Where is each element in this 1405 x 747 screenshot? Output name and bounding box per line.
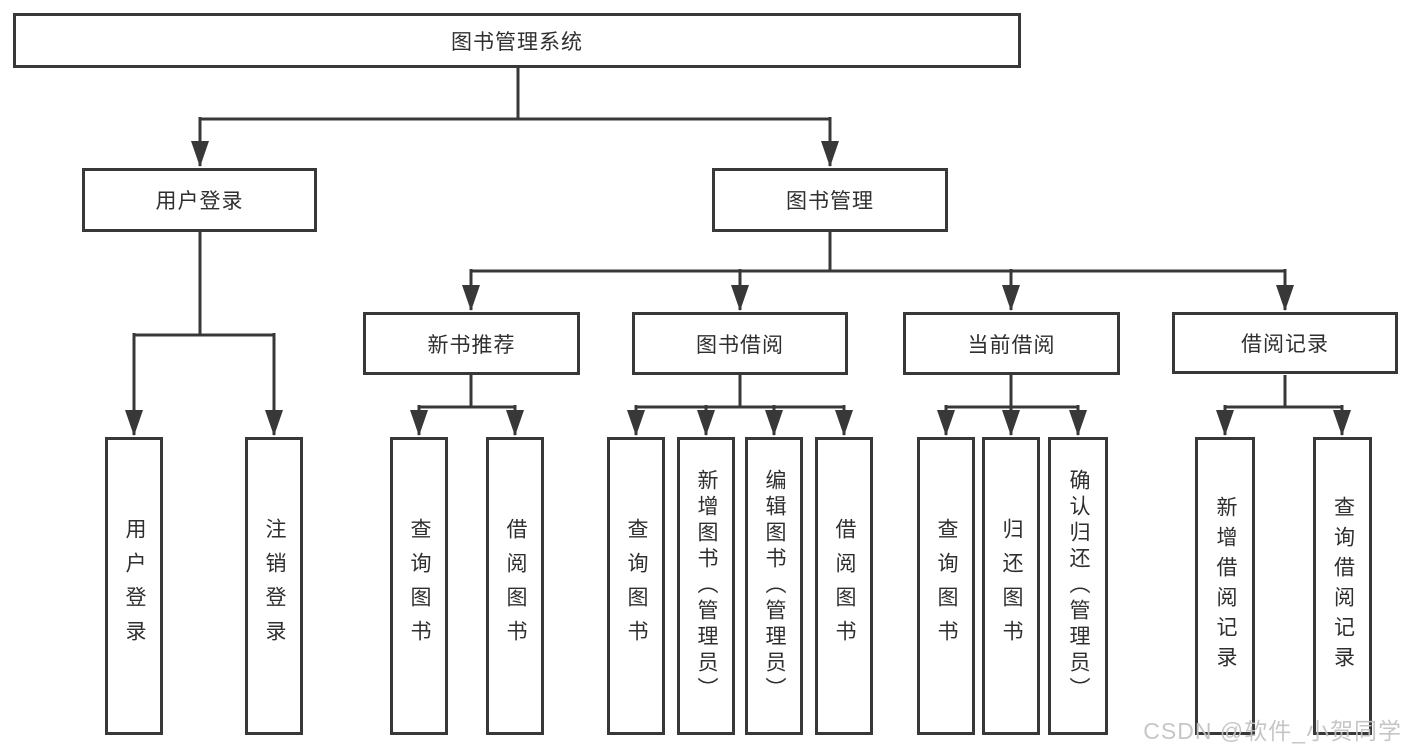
leaf-label: 查询借阅记录 [1331,496,1355,676]
node-label: 图书管理系统 [451,30,583,54]
leaf-query-borrow-record: 查询借阅记录 [1313,437,1372,735]
node-label: 图书借阅 [696,333,784,357]
leaf-label: 借阅图书 [833,518,856,654]
node-label: 借阅记录 [1241,333,1329,356]
leaf-label: 归还图书 [1000,518,1023,654]
leaf-label: 查询图书 [408,518,431,654]
leaf-confirm-return-admin: 确认归还（管理员） [1048,437,1108,735]
leaf-edit-books-admin: 编辑图书（管理员） [745,437,803,735]
leaf-borrow-books-recommend: 借阅图书 [486,437,544,735]
node-library-management-system: 图书管理系统 [13,13,1021,68]
node-label: 新书推荐 [427,333,516,357]
leaf-logout: 注销登录 [245,437,303,735]
leaf-borrow-books: 借阅图书 [815,437,873,735]
leaf-query-books-borrow: 查询图书 [607,437,665,735]
node-label: 图书管理 [786,190,874,213]
leaf-query-books-current: 查询图书 [917,437,975,735]
node-borrow-record: 借阅记录 [1172,312,1398,374]
leaf-label: 注销登录 [263,518,286,654]
node-label: 当前借阅 [967,333,1056,357]
leaf-label: 编辑图书（管理员） [763,469,786,703]
leaf-label: 用户登录 [123,518,146,654]
leaf-label: 查询图书 [625,518,648,654]
node-label: 用户登录 [155,190,244,213]
node-book-management: 图书管理 [712,168,948,232]
leaf-add-books-admin: 新增图书（管理员） [677,437,735,735]
leaf-return-books: 归还图书 [982,437,1040,735]
node-current-borrow: 当前借阅 [903,312,1120,375]
leaf-label: 确认归还（管理员） [1067,469,1090,703]
node-user-login: 用户登录 [82,168,317,232]
leaf-label: 新增图书（管理员） [695,469,718,703]
leaf-user-login: 用户登录 [105,437,163,735]
node-book-borrow: 图书借阅 [632,312,848,375]
leaf-label: 新增借阅记录 [1214,496,1237,676]
leaf-label: 借阅图书 [504,518,527,654]
leaf-label: 查询图书 [935,518,958,654]
leaf-query-books-recommend: 查询图书 [390,437,448,735]
node-new-book-recommend: 新书推荐 [363,312,580,375]
leaf-add-borrow-record: 新增借阅记录 [1195,437,1255,735]
